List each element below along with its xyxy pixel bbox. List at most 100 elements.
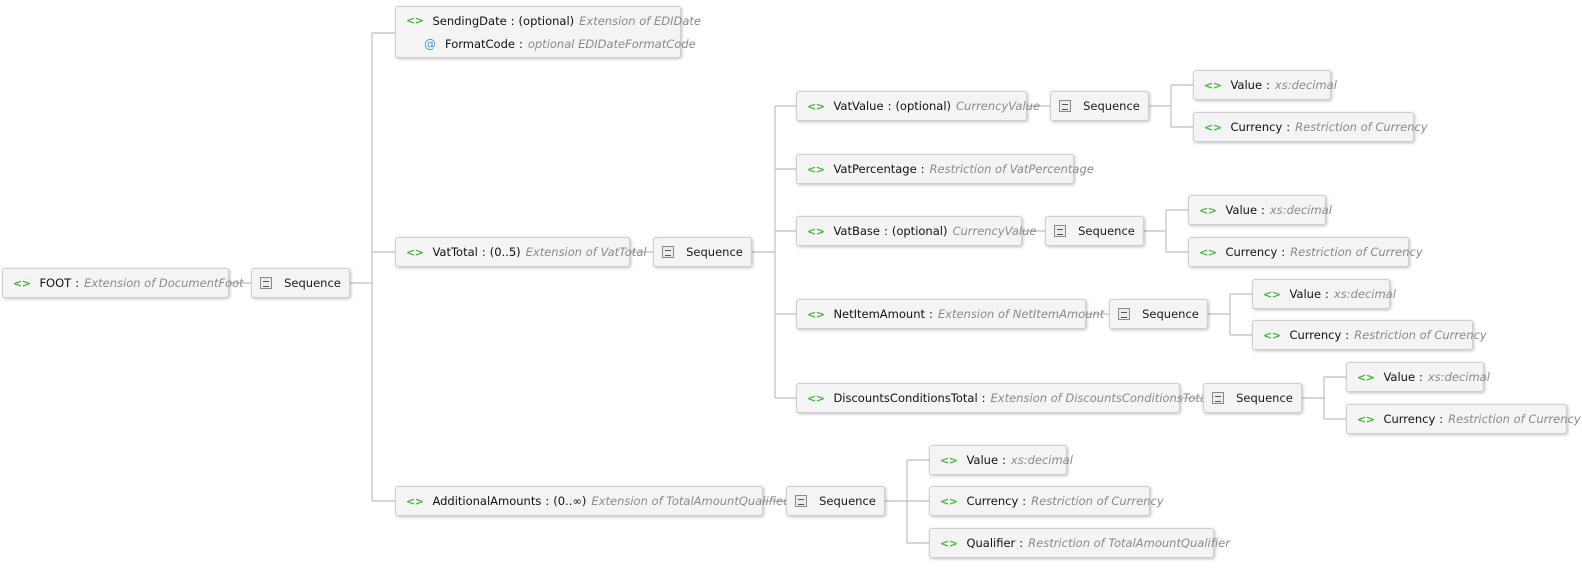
element-name: VatBase — [833, 224, 880, 238]
element-type: Restriction of Currency — [1448, 412, 1581, 426]
connector — [752, 105, 796, 399]
attribute-row[interactable]: @ FormatCode : optional EDIDateFormatCod… — [406, 32, 696, 55]
element-name: Currency — [1230, 120, 1283, 134]
element-node-net-item-value[interactable]: <> Value : xs:decimal — [1252, 279, 1396, 309]
element-name: Value — [1383, 370, 1416, 384]
connector — [350, 32, 395, 502]
element-row: <> SendingDate : (optional) Extension of… — [406, 9, 701, 32]
element-icon: <> — [1199, 245, 1217, 259]
element-type: Restriction of Currency — [1354, 328, 1487, 342]
element-name: SendingDate — [432, 13, 507, 28]
element-cardinality: (optional) — [891, 224, 948, 238]
element-icon: <> — [1204, 120, 1222, 134]
connector — [763, 459, 929, 544]
element-icon: <> — [13, 276, 31, 290]
element-name: Currency — [1383, 412, 1436, 426]
element-node-additional-currency[interactable]: <> Currency : Restriction of Currency — [929, 486, 1164, 516]
element-node-vat-base-currency[interactable]: <> Currency : Restriction of Currency — [1188, 237, 1423, 267]
separator: : — [1439, 412, 1444, 426]
separator: : — [545, 494, 550, 508]
element-node-vat-value-value[interactable]: <> Value : xs:decimal — [1193, 70, 1337, 100]
separator: : — [1345, 328, 1350, 342]
element-type: Extension of DiscountsConditionsTotal — [990, 391, 1211, 405]
separator: : — [887, 99, 892, 113]
element-icon: <> — [1204, 78, 1222, 92]
connector — [1180, 376, 1346, 420]
element-node-additional-qualifier[interactable]: <> Qualifier : Restriction of TotalAmoun… — [929, 528, 1230, 558]
element-node-vat-value[interactable]: <> VatValue : (optional) CurrencyValue — [796, 91, 1040, 121]
element-name: Currency — [966, 494, 1019, 508]
element-node-vat-base[interactable]: <> VatBase : (optional) CurrencyValue — [796, 216, 1036, 246]
attribute-type: optional EDIDateFormatCode — [527, 36, 696, 51]
element-name: Qualifier — [966, 536, 1016, 550]
sequence-label: Sequence — [1078, 224, 1135, 238]
element-icon: <> — [1263, 287, 1281, 301]
element-node-additional-amounts[interactable]: <> AdditionalAmounts : (0..∞) Extension … — [395, 486, 790, 516]
element-name: FOOT — [39, 276, 72, 290]
element-name: Currency — [1225, 245, 1278, 259]
element-node-vat-value-currency[interactable]: <> Currency : Restriction of Currency — [1193, 112, 1428, 142]
element-name: Value — [1225, 203, 1258, 217]
element-type: Extension of EDIDate — [579, 13, 701, 28]
element-type: Restriction of VatPercentage — [929, 162, 1094, 176]
sequence-node-additional[interactable]: Sequence — [786, 486, 885, 516]
element-node-net-item-currency[interactable]: <> Currency : Restriction of Currency — [1252, 320, 1487, 350]
sequence-node-net-item-amount[interactable]: Sequence — [1109, 299, 1208, 329]
element-node-discounts-value[interactable]: <> Value : xs:decimal — [1346, 362, 1490, 392]
element-type: CurrencyValue — [956, 99, 1041, 113]
element-type: Extension of DocumentFoot — [84, 276, 244, 290]
separator: : — [929, 307, 933, 321]
separator: : — [981, 391, 986, 405]
separator: : — [1286, 120, 1291, 134]
sequence-label: Sequence — [284, 276, 341, 290]
element-node-vat-total[interactable]: <> VatTotal : (0..5) Extension of VatTot… — [395, 237, 647, 267]
element-node-discounts-currency[interactable]: <> Currency : Restriction of Currency — [1346, 404, 1581, 434]
element-icon: <> — [807, 99, 825, 113]
separator: : — [481, 245, 486, 259]
element-type: Restriction of Currency — [1031, 494, 1164, 508]
element-type: Extension of NetItemAmount — [937, 307, 1105, 321]
element-type: xs:decimal — [1010, 453, 1073, 467]
sequence-label: Sequence — [686, 245, 743, 259]
element-cardinality: (optional) — [895, 99, 952, 113]
element-node-discounts-conditions-total[interactable]: <> DiscountsConditionsTotal : Extension … — [796, 383, 1210, 413]
element-cardinality: (0..∞) — [553, 494, 587, 508]
element-node-vat-percentage[interactable]: <> VatPercentage : Restriction of VatPer… — [796, 154, 1094, 184]
element-node-net-item-amount[interactable]: <> NetItemAmount : Extension of NetItemA… — [796, 299, 1104, 329]
separator: : — [1022, 494, 1027, 508]
sequence-node-vat-base[interactable]: Sequence — [1045, 216, 1144, 246]
element-node-vat-base-value[interactable]: <> Value : xs:decimal — [1188, 195, 1332, 225]
element-type: xs:decimal — [1269, 203, 1332, 217]
element-node-sending-date[interactable]: <> SendingDate : (optional) Extension of… — [395, 6, 701, 58]
element-node-additional-value[interactable]: <> Value : xs:decimal — [929, 445, 1073, 475]
element-icon: <> — [1357, 412, 1375, 426]
sequence-icon — [795, 495, 808, 507]
element-icon: <> — [406, 245, 424, 259]
sequence-label: Sequence — [1236, 391, 1293, 405]
connector — [1086, 293, 1252, 336]
element-type: xs:decimal — [1333, 287, 1396, 301]
separator: : — [1419, 370, 1423, 384]
sequence-icon — [1054, 225, 1067, 237]
sequence-node-vat-total[interactable]: Sequence — [653, 237, 752, 267]
sequence-icon — [1059, 100, 1072, 112]
sequence-node-discounts[interactable]: Sequence — [1203, 383, 1302, 413]
element-icon: <> — [406, 494, 424, 508]
separator: : — [1325, 287, 1329, 301]
element-icon: <> — [1263, 328, 1281, 342]
element-cardinality: (optional) — [518, 13, 575, 28]
separator: : — [920, 162, 925, 176]
sequence-node-vat-value[interactable]: Sequence — [1050, 91, 1149, 121]
element-name: Value — [966, 453, 999, 467]
element-icon: <> — [807, 162, 825, 176]
separator: : — [883, 224, 888, 238]
sequence-node-foot[interactable]: Sequence — [251, 268, 350, 298]
element-icon: <> — [1199, 203, 1217, 217]
element-icon: <> — [807, 224, 825, 238]
element-type: CurrencyValue — [952, 224, 1037, 238]
element-node-foot[interactable]: <> FOOT : Extension of DocumentFoot — [2, 268, 244, 298]
separator: : — [518, 36, 523, 51]
element-name: Currency — [1289, 328, 1342, 342]
attribute-icon: @ — [424, 36, 436, 51]
